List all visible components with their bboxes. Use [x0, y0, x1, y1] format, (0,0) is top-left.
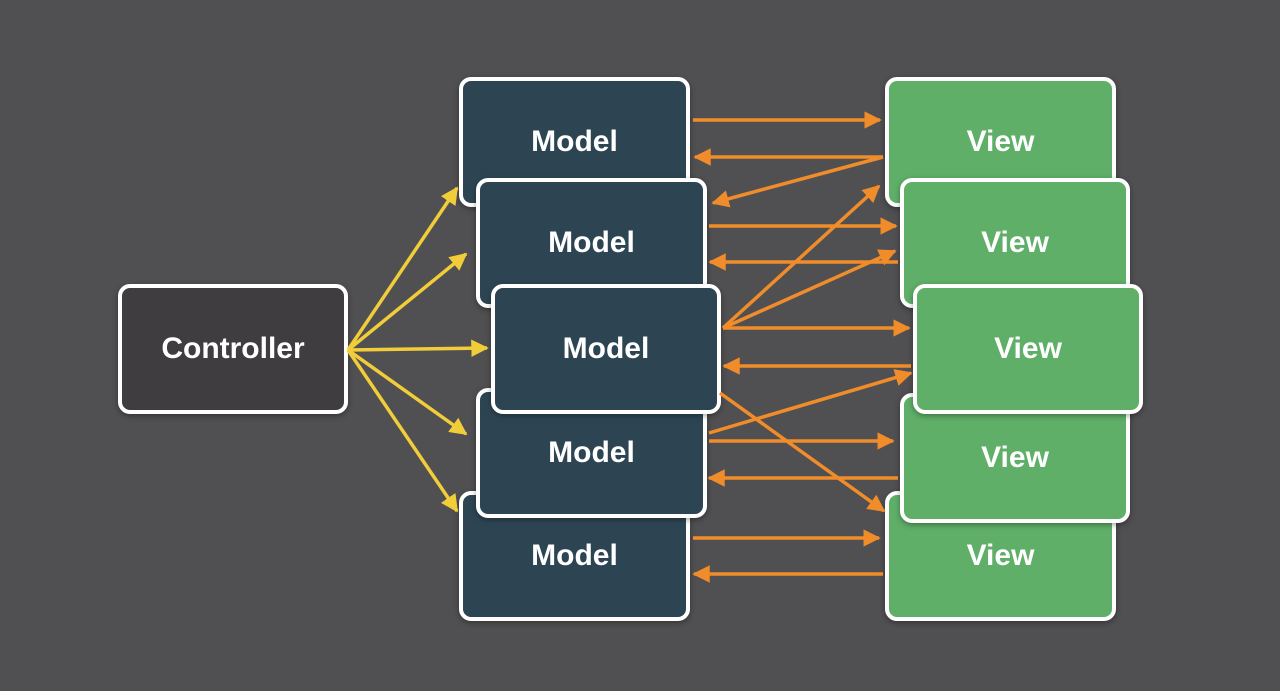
- view-box-4: View: [900, 393, 1130, 523]
- controller-to-model-2-arrow: [346, 252, 468, 352]
- view-label: View: [966, 125, 1035, 158]
- model-label: Model: [562, 332, 650, 365]
- model-4-to-view-3-arrow: [708, 369, 913, 435]
- controller-to-model-5-arrow: [346, 349, 459, 513]
- model-3-to-view-1-arrow: [721, 184, 881, 330]
- model-3-to-view-2-arrow: [722, 249, 897, 330]
- controller-box: Controller: [118, 284, 348, 414]
- controller-to-model-1-arrow: [346, 186, 459, 351]
- model-3-to-view-5-arrow: [718, 391, 886, 513]
- model-view-arrows: [692, 111, 913, 583]
- controller-arrows: [346, 186, 489, 513]
- model-label: Model: [531, 125, 618, 158]
- model-box-3: Model: [491, 284, 721, 414]
- controller-to-model-4-arrow: [346, 348, 468, 436]
- view-label: View: [966, 539, 1035, 572]
- model-label: Model: [531, 539, 618, 572]
- view-box-3: View: [913, 284, 1143, 414]
- model-label: Model: [548, 436, 635, 469]
- view-label: View: [981, 226, 1049, 259]
- view-label: View: [994, 332, 1062, 365]
- view-1-to-model-2-arrow: [711, 155, 884, 208]
- controller-label: Controller: [161, 332, 305, 365]
- model-label: Model: [548, 226, 635, 259]
- view-label: View: [981, 441, 1049, 474]
- controller-to-model-3-arrow: [347, 339, 489, 357]
